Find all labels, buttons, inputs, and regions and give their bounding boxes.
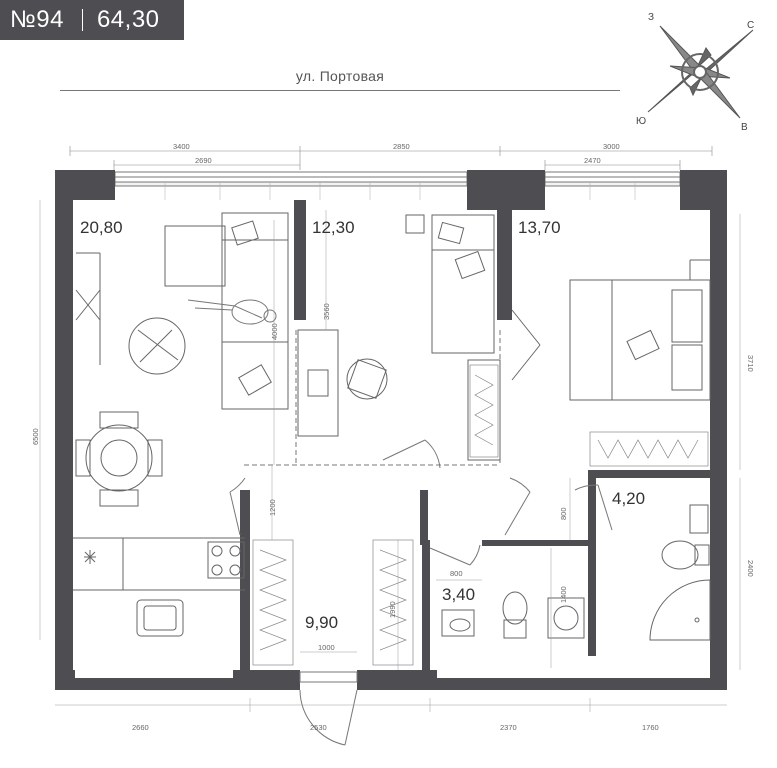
dim-top-outer-1: 3400 [173,142,190,151]
dim-bath-door: 800 [559,507,568,520]
dim-bottom-3: 2370 [500,723,517,732]
dim-top-outer-2: 2850 [393,142,410,151]
apartment-badge: №94 64,30 [0,0,184,40]
dim-study-depth: 3560 [322,303,331,320]
dim-top-inner-3: 2470 [584,156,601,165]
person-figure [187,299,277,325]
zone-lines [244,330,501,466]
dim-right-bath: 2400 [746,560,755,577]
window-divisions [164,182,636,200]
balcony-left [75,656,233,678]
dim-top-outer-3: 3000 [603,142,620,151]
badge-divider [81,9,83,31]
bedroom-furniture [511,259,711,401]
compass-west: З [648,12,654,23]
top-dimensions [69,146,713,170]
apartment-number: №94 [10,6,64,33]
room-study-area: 12,30 [312,218,355,237]
dim-hall-opening: 1200 [268,499,277,516]
compass-east: В [741,122,748,133]
living-furniture [73,212,289,637]
windows [114,171,681,187]
compass-south: Ю [636,116,646,127]
room-bedroom-area: 13,70 [518,218,561,237]
room-bathroom-area: 4,20 [612,489,645,508]
wardrobes [252,364,709,666]
dim-bottom-4: 1760 [642,723,659,732]
wc-fixtures [441,591,585,639]
dim-entry-door: 1000 [318,643,335,652]
dim-bottom-2: 2530 [310,723,327,732]
street-label: ул. Портовая [295,68,385,84]
room-living-area: 20,80 [80,218,123,237]
bathroom-fixtures [649,504,711,641]
room-hall-area: 9,90 [305,613,338,632]
dim-wc-door: 800 [450,569,463,578]
dim-top-inner-1: 2690 [195,156,212,165]
walls [55,170,727,690]
dim-wc-depth: 1400 [559,586,568,603]
compass-north: С [747,20,754,31]
dim-living-depth: 4000 [270,323,279,340]
apartment-area: 64,30 [96,6,160,33]
dim-right-bedroom: 3710 [746,355,755,372]
room-wc-area: 3,40 [442,585,475,604]
dim-left-total: 6500 [31,428,40,445]
dim-bottom-1: 2660 [132,723,149,732]
study-furniture [297,214,501,461]
street-line [60,90,620,91]
balcony-right [437,656,710,678]
compass-rose-icon: З С Ю В [636,12,754,133]
doors [229,439,613,746]
interior-dim-lines [39,200,741,712]
dim-closet-depth: 1990 [388,601,397,618]
